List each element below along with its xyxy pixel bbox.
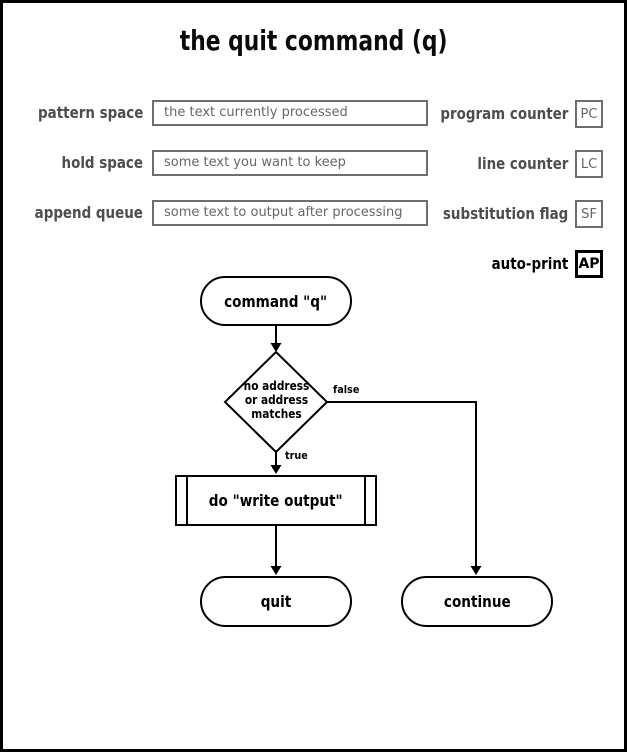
program-counter-abbr: PC bbox=[580, 106, 598, 122]
auto-print-abbr: AP bbox=[578, 256, 600, 272]
append-queue-value: some text to output after processing bbox=[164, 205, 403, 220]
pattern-space-box: the text currently processed bbox=[152, 100, 428, 126]
page-title: the quit command (q) bbox=[0, 24, 627, 57]
pattern-space-label: pattern space bbox=[37, 103, 143, 122]
line-counter-label: line counter bbox=[476, 154, 568, 173]
connector-false-branch bbox=[327, 401, 477, 567]
pattern-space-value: the text currently processed bbox=[164, 105, 348, 120]
arrowhead-into-decision bbox=[270, 343, 282, 352]
substitution-flag-box: SF bbox=[575, 200, 603, 228]
flow-node-write-output: do "write output" bbox=[175, 475, 377, 526]
substitution-flag-abbr: SF bbox=[581, 206, 597, 222]
line-counter-box: LC bbox=[575, 150, 603, 178]
hold-space-value: some text you want to keep bbox=[164, 155, 346, 170]
flow-node-continue: continue bbox=[401, 576, 553, 627]
substitution-flag-label: substitution flag bbox=[442, 204, 568, 223]
line-counter-abbr: LC bbox=[580, 156, 598, 172]
program-counter-box: PC bbox=[575, 100, 603, 128]
arrowhead-into-quit bbox=[270, 566, 282, 575]
decision-diamond bbox=[223, 350, 329, 454]
hold-space-label: hold space bbox=[61, 153, 143, 172]
flow-node-start: command "q" bbox=[200, 276, 352, 326]
hold-space-box: some text you want to keep bbox=[152, 150, 428, 176]
program-counter-label: program counter bbox=[440, 104, 568, 123]
auto-print-label: auto-print bbox=[491, 254, 568, 273]
false-branch-label: false bbox=[333, 383, 360, 396]
append-queue-label: append queue bbox=[34, 203, 143, 222]
append-queue-box: some text to output after processing bbox=[152, 200, 428, 226]
page-title-text: the quit command (q) bbox=[179, 24, 448, 57]
auto-print-box: AP bbox=[575, 250, 603, 278]
decision-label: no address or address matches bbox=[243, 379, 310, 421]
arrowhead-into-process bbox=[270, 465, 282, 474]
true-branch-label: true bbox=[285, 449, 308, 462]
arrowhead-into-continue bbox=[470, 566, 482, 575]
flow-node-quit: quit bbox=[200, 576, 352, 627]
